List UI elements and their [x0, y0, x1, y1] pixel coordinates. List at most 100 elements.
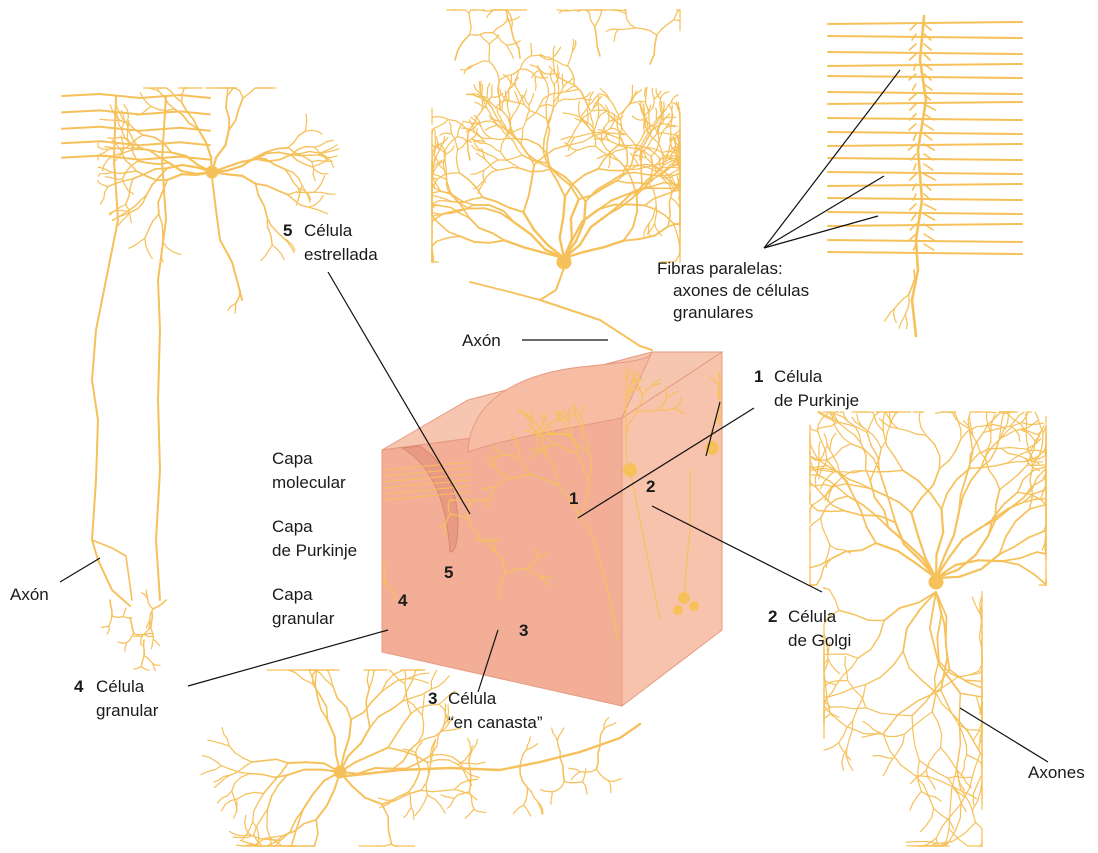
- dendrite-segment: [432, 791, 443, 792]
- dendrite-segment: [827, 471, 834, 472]
- dendrite-segment: [573, 40, 574, 44]
- dendrite-segment: [624, 239, 640, 241]
- dendrite-segment: [656, 108, 657, 112]
- dendrite-segment: [617, 181, 628, 183]
- dendrite-segment: [849, 764, 853, 771]
- dendrite-segment: [505, 240, 524, 247]
- dendrite-segment: [941, 735, 942, 748]
- dendrite-segment: [319, 182, 323, 188]
- dendrite-segment: [446, 152, 450, 154]
- dendrite-segment: [512, 102, 518, 103]
- dendrite-segment: [531, 746, 535, 748]
- dendrite-segment: [950, 789, 952, 809]
- dendrite-segment: [954, 512, 959, 535]
- dendrite-segment: [182, 88, 184, 94]
- dendrite-segment: [853, 709, 858, 721]
- dendrite-segment: [906, 842, 917, 843]
- dendrite-segment: [834, 457, 838, 464]
- dendrite-segment: [610, 29, 614, 30]
- dendrite-segment: [471, 775, 479, 777]
- dendrite-segment: [280, 155, 291, 160]
- dendrite-spine: [924, 134, 932, 140]
- dendrite-segment: [668, 20, 674, 25]
- dendrite-segment: [151, 617, 152, 622]
- dendrite-segment: [626, 14, 627, 20]
- dendrite-segment: [828, 472, 834, 477]
- dendrite-segment: [487, 15, 489, 18]
- dendrite-segment: [543, 105, 548, 106]
- dendrite-segment: [105, 177, 111, 178]
- dendrite-segment: [534, 230, 548, 245]
- dendrite-segment: [209, 757, 215, 761]
- dendrite-segment: [538, 144, 546, 152]
- dendrite-segment: [485, 143, 491, 145]
- dendrite-segment: [277, 231, 283, 237]
- dendrite-segment: [596, 770, 600, 774]
- dendrite-segment: [918, 781, 921, 791]
- dendrite-segment: [235, 753, 243, 758]
- dendrite-segment: [615, 33, 616, 37]
- dendrite-segment: [232, 783, 235, 791]
- dendrite-segment: [154, 668, 155, 670]
- dendrite-segment: [646, 103, 648, 108]
- dendrite-segment: [823, 450, 825, 456]
- dendrite-segment: [281, 763, 289, 774]
- dendrite-segment: [333, 686, 338, 698]
- dendrite-segment: [141, 642, 142, 645]
- dendrite-segment: [572, 149, 577, 151]
- dendrite-segment: [604, 122, 609, 128]
- dendrite-segment: [485, 128, 488, 130]
- dendrite-segment: [903, 628, 907, 651]
- dendrite-segment: [243, 758, 252, 762]
- dendrite-segment: [313, 175, 315, 181]
- dendrite-segment: [122, 217, 126, 221]
- dendrite-segment: [948, 778, 952, 785]
- dendrite-segment: [279, 152, 291, 154]
- dendrite-segment: [422, 673, 429, 674]
- dendrite-segment: [989, 470, 996, 479]
- dendrite-segment: [866, 708, 881, 714]
- dendrite-segment: [665, 92, 669, 93]
- dendrite-segment: [616, 110, 619, 115]
- dendrite-segment: [652, 104, 654, 109]
- dendrite-segment: [390, 680, 398, 686]
- stellate-cell-drawing: [98, 88, 339, 313]
- dendrite-segment: [827, 692, 832, 698]
- dendrite-segment: [535, 55, 539, 56]
- dendrite-segment: [498, 80, 500, 90]
- dendrite-segment: [839, 610, 854, 614]
- dendrite-segment: [656, 198, 657, 206]
- dendrite-segment: [438, 682, 444, 687]
- dendrite-segment: [372, 692, 382, 702]
- dendrite-segment: [468, 739, 470, 743]
- dendrite-segment: [159, 163, 169, 164]
- dendrite-segment: [879, 448, 881, 459]
- dendrite-segment: [505, 91, 506, 95]
- dendrite-segment: [837, 414, 843, 416]
- dendrite-segment: [583, 778, 585, 782]
- dendrite-segment: [883, 770, 886, 776]
- parallel-fiber: [828, 132, 1022, 134]
- dendrite-segment: [645, 199, 654, 206]
- dendrite-segment: [445, 161, 446, 170]
- dendrite-segment: [616, 150, 622, 151]
- dendrite-segment: [498, 114, 500, 118]
- dendrite-segment: [456, 158, 457, 166]
- dendrite-segment: [306, 130, 312, 131]
- dendrite-segment: [493, 28, 497, 33]
- dendrite-segment: [493, 38, 496, 41]
- dendrite-segment: [514, 142, 518, 149]
- dendrite-segment: [472, 798, 473, 804]
- dendrite-segment: [835, 669, 840, 673]
- dendrite-segment: [463, 142, 467, 147]
- dendrite-segment: [417, 758, 418, 764]
- dendrite-segment: [433, 253, 434, 258]
- dendrite-segment: [563, 113, 569, 114]
- dendrite-segment: [858, 649, 871, 658]
- dendrite-segment: [826, 537, 830, 546]
- dendrite-segment: [100, 199, 103, 204]
- dendrite-segment: [875, 497, 885, 511]
- dendrite-segment: [393, 670, 403, 674]
- dendrite-segment: [452, 146, 454, 150]
